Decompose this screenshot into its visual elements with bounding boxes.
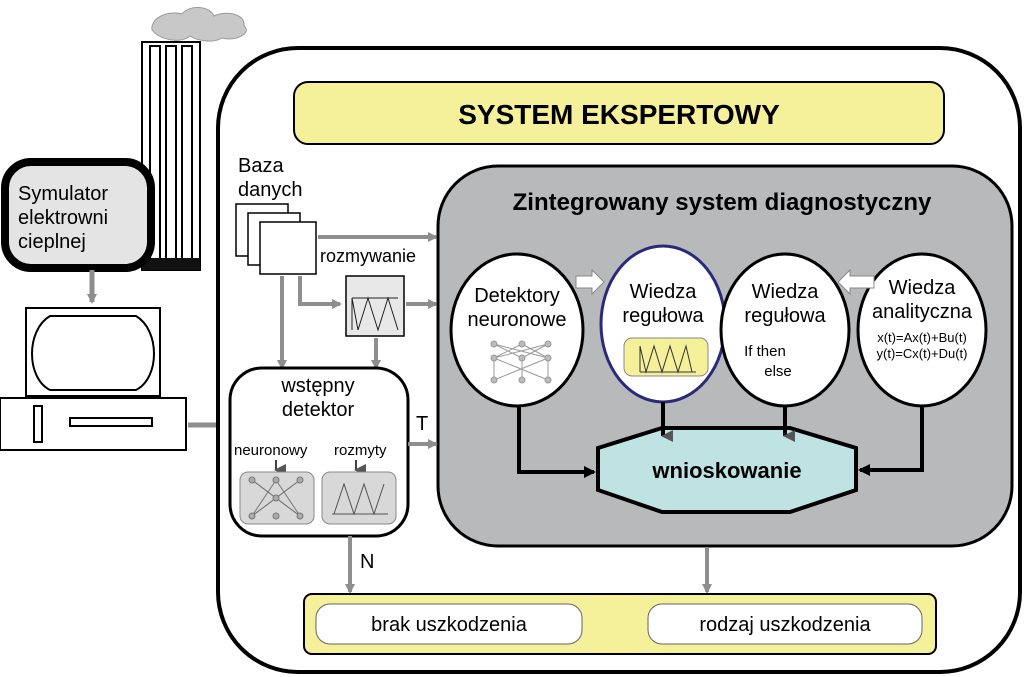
inference-box [596,426,858,514]
arrow-analytic-to-crisp-rules [837,268,875,296]
fault-type-box [647,603,923,645]
rule-knowledge-fuzzy-label-1: Wiedza [630,281,698,303]
pre-detector-fuzzy-label: rozmyty [334,442,387,459]
pre-detector-box: wstępny detektor neuronowy rozmyty [228,366,410,538]
fault-type-label: rodzaj uszkodzenia [699,614,871,636]
arrow-analytic-to-inference [858,406,924,476]
simulator-label-1: Symulator [18,183,108,205]
rule-else-text: else [764,363,792,380]
power-plant-chimneys [141,7,247,271]
arrow-database-to-fuzzifier [298,276,342,309]
output-equation-text: y(t)=Cx(t)+Du(t) [877,346,968,361]
branch-yes-label: T [416,413,428,435]
neural-detectors-node: Detektory neuronowe [449,252,585,408]
analytic-knowledge-label-2: analityczna [872,301,973,323]
neural-detectors-label-2: neuronowe [468,309,567,331]
state-equation-text: x(t)=Ax(t)+Bu(t) [877,330,967,345]
integrated-system-title: Zintegrowany system diagnostyczny [513,189,932,216]
fuzzifier-membership-icon [345,275,405,337]
simulator-box: Symulator elektrowni cieplnej [1,158,155,272]
pre-detector-label-2: detektor [282,399,355,421]
rule-knowledge-crisp-label-1: Wiedza [752,281,820,303]
rule-if-then-text: If then [744,343,786,360]
database-label-1: Baza [238,155,284,177]
no-fault-label: brak uszkodzenia [371,614,528,636]
title-banner [293,81,945,145]
neural-detectors-label-1: Detektory [474,285,560,307]
branch-no-label: N [360,551,374,573]
computer-icon [0,307,187,451]
rule-knowledge-crisp-node: Wiedza regułowa If then else [719,252,851,408]
diagram-title: SYSTEM EKSPERTOWY [458,99,780,130]
arrow-neural-to-inference [517,406,596,478]
pre-detector-neural-label: neuronowy [234,442,308,459]
arrow-neural-to-fuzzy-rules [575,268,605,296]
rule-knowledge-crisp-label-2: regułowa [744,305,826,327]
analytic-knowledge-node: Wiedza analityczna x(t)=Ax(t)+Bu(t) y(t)… [856,252,988,408]
simulator-label-2: elektrowni [18,207,108,229]
no-fault-box [315,603,583,645]
fuzzification-label: rozmywanie [320,246,416,266]
database-label-2: danych [238,179,303,201]
simulator-label-3: cieplnej [18,231,86,253]
rule-knowledge-fuzzy-node: Wiedza regułowa [599,244,727,404]
inference-label: wnioskowanie [651,458,801,483]
database-stack: Baza danych [235,155,317,275]
pre-detector-label-1: wstępny [280,375,354,397]
rule-knowledge-fuzzy-label-2: regułowa [622,305,704,327]
analytic-knowledge-label-1: Wiedza [889,277,957,299]
neural-network-icon [490,340,552,384]
